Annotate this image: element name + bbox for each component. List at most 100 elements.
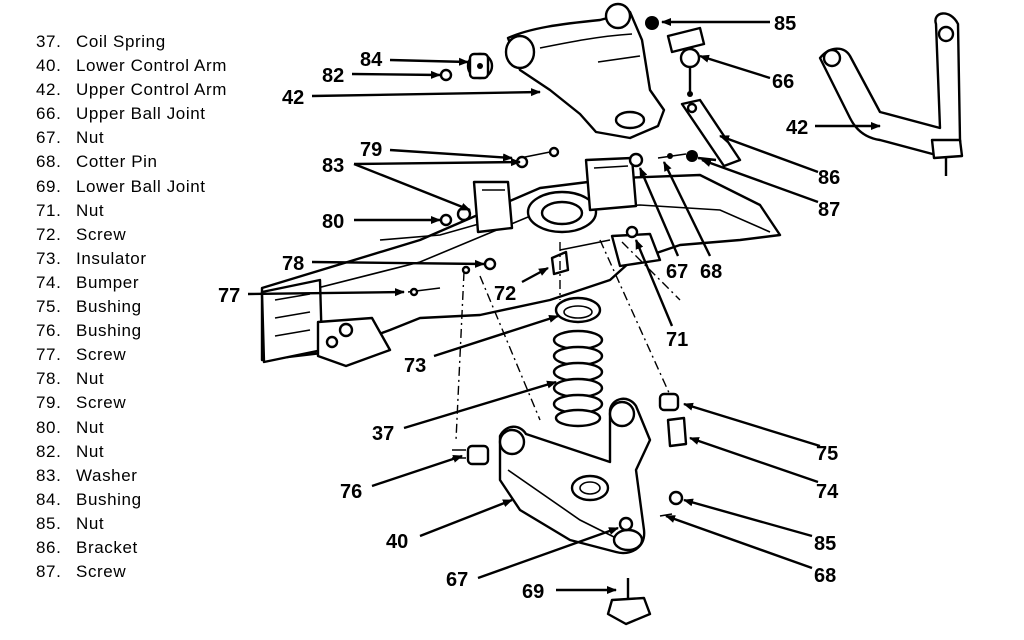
legend-number: 78. (36, 369, 62, 389)
legend-label: Screw (76, 393, 127, 413)
callout-74: 74 (816, 481, 839, 503)
legend-number: 74. (36, 272, 62, 292)
callout-67-bottom: 67 (446, 569, 468, 591)
parts-legend: 37.Coil Spring 40. Lower Control Arm 42. U… (36, 30, 227, 584)
legend-label: Upper Control Arm (76, 80, 227, 100)
callout-75: 75 (816, 443, 838, 465)
legend-number: 71. (36, 200, 62, 220)
legend-number: 79. (36, 393, 62, 413)
legend-item: 86. Bracket (36, 536, 227, 560)
legend-item: 40. Lower Control Arm (36, 54, 227, 78)
coil-spring (552, 329, 604, 428)
nut-78 (461, 257, 497, 275)
callout-73: 73 (404, 355, 426, 377)
legend-number: 69. (36, 176, 62, 196)
callout-83: 83 (322, 155, 344, 177)
legend-item: 76. Bushing (36, 319, 227, 343)
callout-71: 71 (666, 329, 688, 351)
insulator (554, 296, 602, 324)
callout-numbers: 85 84 82 42 66 42 79 83 86 87 80 67 68 7… (218, 13, 840, 603)
upper-control-arm-inset (818, 12, 964, 176)
callout-42-right: 42 (786, 117, 808, 139)
legend-label: Washer (76, 465, 138, 485)
callout-84: 84 (360, 49, 383, 71)
bushing-84 (466, 52, 494, 80)
legend-label: Screw (76, 224, 127, 244)
legend-number: 42. (36, 80, 62, 100)
legend-number: 37. (36, 32, 62, 51)
legend-label: Nut (76, 128, 105, 148)
callout-66: 66 (772, 71, 794, 93)
legend-number: 40. (36, 56, 62, 76)
legend-item: 42. Upper Control Arm (36, 78, 227, 102)
lower-control-arm (498, 397, 652, 555)
callout-85-top: 85 (774, 13, 796, 35)
screw-79 (519, 146, 560, 159)
callout-86: 86 (818, 167, 840, 189)
legend-number: 87. (36, 562, 62, 582)
nut-67-bottom (618, 516, 634, 532)
callout-77: 77 (218, 285, 240, 307)
callout-67-top: 67 (666, 261, 688, 283)
legend-number: 85. (36, 513, 62, 533)
legend-item: 78. Nut (36, 367, 227, 391)
callout-68-top: 68 (700, 261, 722, 283)
nut-67-top (628, 152, 644, 168)
legend-item: 83.Washer (36, 464, 227, 488)
legend-item: 72.Screw (36, 223, 227, 247)
nut-71 (625, 225, 639, 239)
callout-68-bottom: 68 (814, 565, 836, 587)
bushing-76 (452, 444, 490, 466)
legend-item: 84.Bushing (36, 488, 227, 512)
legend-item: 77.Screw (36, 343, 227, 367)
upper-control-arm (504, 2, 666, 140)
legend-number: 80. (36, 417, 62, 437)
screw-87 (686, 150, 717, 162)
legend-label: Screw (76, 562, 127, 582)
legend-label: Nut (76, 369, 105, 389)
legend-item: 74. Bumper (36, 271, 227, 295)
legend-label: Lower Ball Joint (76, 176, 206, 196)
legend-item: 68.Cotter Pin (36, 150, 227, 174)
legend-number: 67. (36, 128, 62, 148)
callout-72: 72 (494, 283, 516, 305)
lower-ball-joint (606, 578, 652, 626)
legend-item: 67. Nut (36, 126, 227, 150)
legend-item: 75. Bushing (36, 295, 227, 319)
cotter-pin-68-bottom (659, 513, 673, 517)
legend-item: 85. Nut (36, 512, 227, 536)
legend-label: Bushing (76, 321, 142, 341)
callout-79: 79 (360, 139, 382, 161)
callout-78: 78 (282, 253, 304, 275)
nut-85-top (645, 16, 659, 30)
legend-label: Nut (76, 513, 105, 533)
legend-label: Bumper (76, 272, 140, 292)
legend-label: Bushing (76, 297, 142, 317)
callout-40: 40 (386, 531, 408, 553)
legend-number: 76. (36, 321, 62, 341)
legend-number: 66. (36, 104, 62, 124)
legend-label: Lower Control Arm (76, 56, 227, 76)
legend-item: 87. Screw (36, 560, 227, 584)
callout-80: 80 (322, 211, 344, 233)
callout-76: 76 (340, 481, 362, 503)
legend-item: 37.Coil Spring (36, 30, 227, 54)
legend-label: Upper Ball Joint (76, 104, 206, 124)
legend-label: Screw (76, 345, 127, 365)
upper-ball-joint (666, 26, 706, 97)
legend-item: 80.Nut (36, 416, 227, 440)
callout-leaders (247, 18, 881, 594)
legend-label: Insulator (76, 248, 147, 268)
callout-85-bottom: 85 (814, 533, 836, 555)
legend-label: Bracket (76, 537, 138, 557)
nut-82 (439, 68, 453, 82)
legend-number: 68. (36, 152, 62, 172)
legend-item: 82.Nut (36, 440, 227, 464)
callout-37: 37 (372, 423, 394, 445)
nut-80 (439, 213, 453, 227)
legend-item: 71.Nut (36, 199, 227, 223)
legend-number: 75. (36, 297, 62, 317)
legend-number: 86. (36, 537, 62, 557)
cotter-pin-68-top (657, 153, 687, 159)
